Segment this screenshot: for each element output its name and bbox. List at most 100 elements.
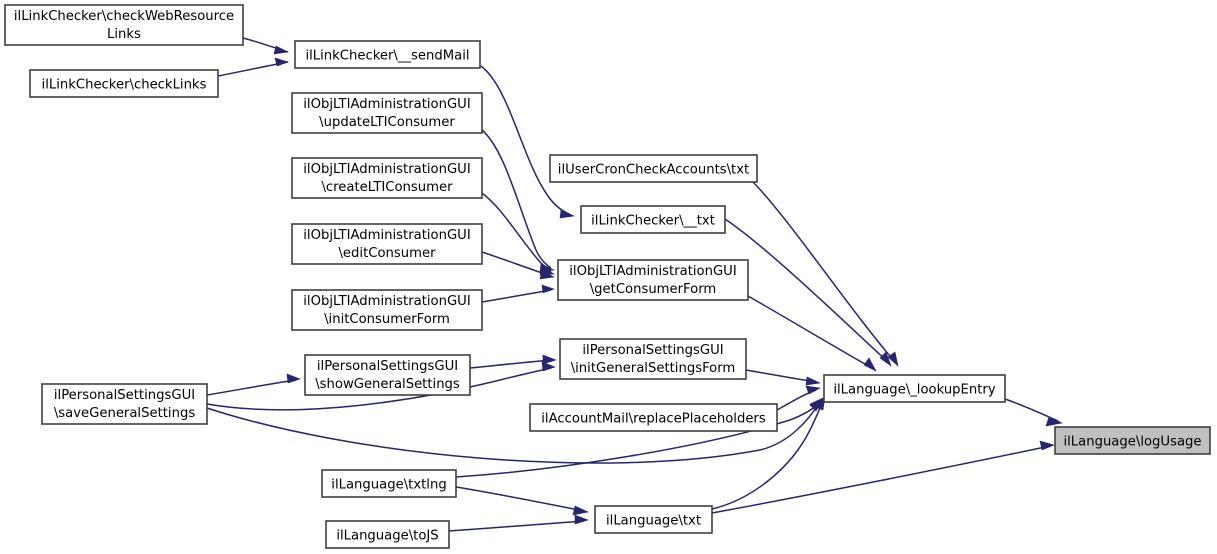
edge-line — [206, 379, 297, 396]
edge-line — [724, 218, 889, 363]
call-edge — [481, 129, 556, 273]
node-label: ilLinkChecker\__sendMail — [305, 49, 469, 64]
graph-node-initConsumerForm[interactable]: ilObjLTIAdministrationGUI\initConsumerFo… — [291, 289, 483, 331]
node-box[interactable] — [291, 92, 483, 134]
arrowhead-icon — [814, 396, 826, 411]
edge-line — [711, 445, 1051, 514]
arrowhead-icon — [559, 209, 576, 219]
node-label-line1: ilObjLTIAdministrationGUI — [303, 228, 470, 243]
node-box[interactable] — [291, 289, 483, 331]
node-box[interactable] — [557, 259, 749, 301]
call-edge — [455, 486, 589, 516]
edge-line — [455, 402, 821, 478]
node-box[interactable] — [4, 4, 244, 46]
node-box[interactable] — [549, 154, 758, 183]
node-label: ilLanguage\toJS — [336, 529, 438, 544]
arrowhead-icon — [1039, 440, 1055, 451]
node-label-line1: ilObjLTIAdministrationGUI — [303, 97, 470, 112]
call-edge — [480, 65, 576, 219]
call-edge — [481, 192, 555, 276]
node-label-line2: \editConsumer — [338, 246, 436, 261]
arrowhead-icon — [273, 45, 289, 55]
node-box[interactable] — [594, 505, 713, 534]
node-label-line1: ilObjLTIAdministrationGUI — [303, 162, 470, 177]
call-edge — [776, 385, 821, 411]
graph-node-showGeneralSettings[interactable]: ilPersonalSettingsGUI \showGeneralSetting… — [304, 354, 471, 396]
edges-layer — [206, 37, 1063, 532]
call-edge — [1004, 398, 1063, 427]
node-label-line2: \getConsumerForm — [590, 282, 717, 297]
node-label-line1: ilPersonalSettingsGUI — [582, 343, 723, 358]
node-box[interactable] — [304, 354, 471, 396]
node-box[interactable] — [29, 69, 219, 98]
edge-line — [745, 369, 817, 383]
call-edge — [242, 37, 289, 55]
edge-line — [752, 181, 896, 363]
node-box[interactable] — [580, 205, 726, 234]
node-box[interactable] — [291, 223, 483, 265]
graph-node-getConsumerForm[interactable]: ilObjLTIAdministrationGUI \getConsumerFor… — [557, 259, 749, 301]
edge-line — [480, 65, 572, 216]
edge-line — [206, 401, 821, 464]
call-edge — [217, 57, 289, 77]
arrowhead-icon — [541, 284, 555, 294]
node-box[interactable] — [1054, 426, 1211, 455]
node-label-line1: ilObjLTIAdministrationGUI — [569, 264, 736, 279]
graph-node-updateLTIConsumer[interactable]: ilObjLTIAdministrationGUI \updateLTIConsu… — [291, 92, 483, 134]
graph-node-txt[interactable]: ilLanguage\txt — [594, 505, 713, 534]
nodes-layer: ilLinkChecker\checkWebResourceLinksilLin… — [4, 4, 1211, 549]
graph-node-checkLinks[interactable]: ilLinkChecker\checkLinks — [29, 69, 219, 98]
arrowhead-icon — [286, 373, 301, 384]
edge-line — [747, 295, 873, 369]
call-edge — [724, 218, 892, 367]
node-label: ilLanguage\txt — [606, 514, 701, 529]
node-box[interactable] — [325, 520, 450, 549]
edge-line — [481, 251, 552, 277]
graph-node-createLTIConsumer[interactable]: ilObjLTIAdministrationGUI\createLTIConsu… — [291, 157, 483, 199]
node-label-line1: ilLinkChecker\checkWebResource — [14, 9, 234, 24]
call-edge — [745, 369, 822, 386]
graph-node-replacePlaceholders[interactable]: ilAccountMail\replacePlaceholders — [529, 403, 778, 432]
graph-node-linkCheckerTxt[interactable]: ilLinkChecker\__txt — [580, 205, 726, 234]
arrowhead-icon — [1045, 416, 1063, 427]
graph-node-editConsumer[interactable]: ilObjLTIAdministrationGUI \editConsumer — [291, 223, 483, 265]
call-edge — [752, 181, 899, 367]
node-box[interactable] — [321, 469, 457, 498]
arrowhead-icon — [887, 351, 899, 367]
node-label-line2: \showGeneralSettings — [315, 377, 460, 392]
node-label-line1: ilPersonalSettingsGUI — [317, 359, 458, 374]
node-box[interactable] — [529, 403, 778, 432]
node-box[interactable] — [559, 338, 747, 380]
edge-line — [448, 520, 585, 532]
call-edge — [481, 284, 555, 303]
arrowhead-icon — [805, 376, 822, 386]
node-label: ilUserCronCheckAccounts\txt — [558, 163, 749, 178]
node-box[interactable] — [291, 157, 483, 199]
call-edge — [481, 251, 555, 280]
graph-node-toJS[interactable]: ilLanguage\toJS — [325, 520, 450, 549]
node-box[interactable] — [41, 383, 208, 425]
arrowhead-icon — [274, 57, 289, 67]
arrowhead-icon — [805, 385, 821, 395]
node-label-line2: Links — [107, 27, 141, 42]
node-label-line2: \updateLTIConsumer — [319, 115, 455, 130]
node-label-line1: ilPersonalSettingsGUI — [54, 388, 195, 403]
call-edge — [448, 514, 589, 532]
graph-node-lookupEntry[interactable]: ilLanguage\_lookupEntry — [823, 374, 1006, 403]
node-box[interactable] — [294, 40, 481, 69]
graph-node-saveGeneralSettings[interactable]: ilPersonalSettingsGUI\saveGeneralSetting… — [41, 383, 208, 425]
graph-node-txtlng[interactable]: ilLanguage\txtlng — [321, 469, 457, 498]
call-edge — [206, 373, 301, 396]
node-box[interactable] — [823, 374, 1006, 403]
graph-node-userCronCheckAccountsTxt[interactable]: ilUserCronCheckAccounts\txt — [549, 154, 758, 183]
graph-node-logUsage[interactable]: ilLanguage\logUsage — [1054, 426, 1211, 455]
graph-node-initGeneralSettingsForm[interactable]: ilPersonalSettingsGUI\initGeneralSetting… — [559, 338, 747, 380]
call-edge — [711, 396, 826, 510]
arrowhead-icon — [572, 505, 589, 516]
arrowhead-icon — [863, 357, 877, 372]
graph-node-sendMail[interactable]: ilLinkChecker\__sendMail — [294, 40, 481, 69]
arrowhead-icon — [879, 351, 892, 367]
